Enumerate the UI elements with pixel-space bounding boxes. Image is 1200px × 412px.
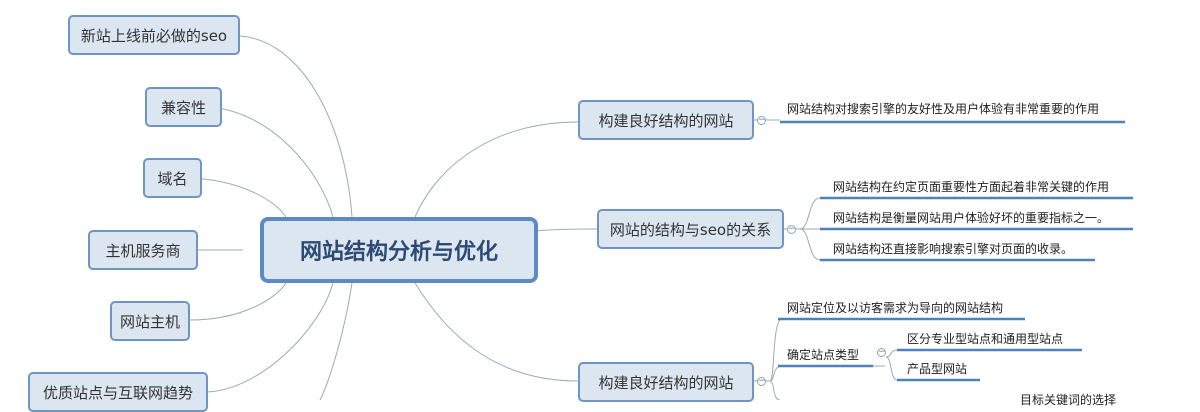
collapse-icon[interactable]: −	[757, 376, 766, 386]
leaf-text: 网站结构在约定页面重要性方面起着非常关键的作用	[833, 180, 1110, 194]
topic-quality-sites-trends[interactable]: 优质站点与互联网趋势	[28, 372, 208, 412]
topic-label: 优质站点与互联网趋势	[42, 383, 193, 402]
topic-build-good-structure-2[interactable]: 构建良好结构的网站	[578, 362, 754, 402]
central-topic-label: 网站结构分析与优化	[299, 240, 498, 265]
leaf-text: 网站结构对搜索引擎的友好性及用户体验有非常重要的作用	[787, 102, 1100, 116]
topic-label: 兼容性	[160, 98, 206, 117]
topic-domain[interactable]: 域名	[143, 158, 202, 198]
collapse-icon[interactable]: −	[787, 224, 796, 234]
topic-hosting-provider[interactable]: 主机服务商	[88, 230, 198, 270]
topic-structure-seo-relation[interactable]: 网站的结构与seo的关系	[597, 209, 784, 249]
topic-label: 构建良好结构的网站	[598, 373, 734, 392]
topic-website-host[interactable]: 网站主机	[110, 301, 190, 341]
topic-label: 构建良好结构的网站	[598, 111, 734, 130]
leaf-text: 网站结构还直接影响搜索引擎对页面的收录。	[833, 242, 1074, 256]
topic-new-site-seo[interactable]: 新站上线前必做的seo	[68, 15, 240, 55]
leaf-underlines	[778, 120, 1133, 382]
collapse-icon[interactable]: −	[877, 347, 886, 357]
topic-label: 主机服务商	[105, 241, 181, 260]
leaf-text: 网站结构是衡量网站用户体验好坏的重要指标之一。	[833, 211, 1110, 225]
topic-compatibility[interactable]: 兼容性	[145, 87, 222, 127]
leaf-text: 确定站点类型	[787, 348, 860, 362]
topic-label: 网站主机	[119, 312, 180, 331]
topic-label: 域名	[157, 169, 188, 188]
collapse-icon[interactable]: −	[757, 115, 766, 125]
topic-label: 新站上线前必做的seo	[80, 26, 228, 45]
leaf-text: 区分专业型站点和通用型站点	[907, 332, 1064, 346]
leaf-text: 产品型网站	[907, 362, 968, 376]
central-topic[interactable]: 网站结构分析与优化	[260, 217, 538, 283]
leaf-text: 网站定位及以访客需求为导向的网站结构	[787, 301, 1004, 315]
topic-build-good-structure-1[interactable]: 构建良好结构的网站	[578, 100, 754, 140]
topic-label: 网站的结构与seo的关系	[609, 220, 772, 239]
